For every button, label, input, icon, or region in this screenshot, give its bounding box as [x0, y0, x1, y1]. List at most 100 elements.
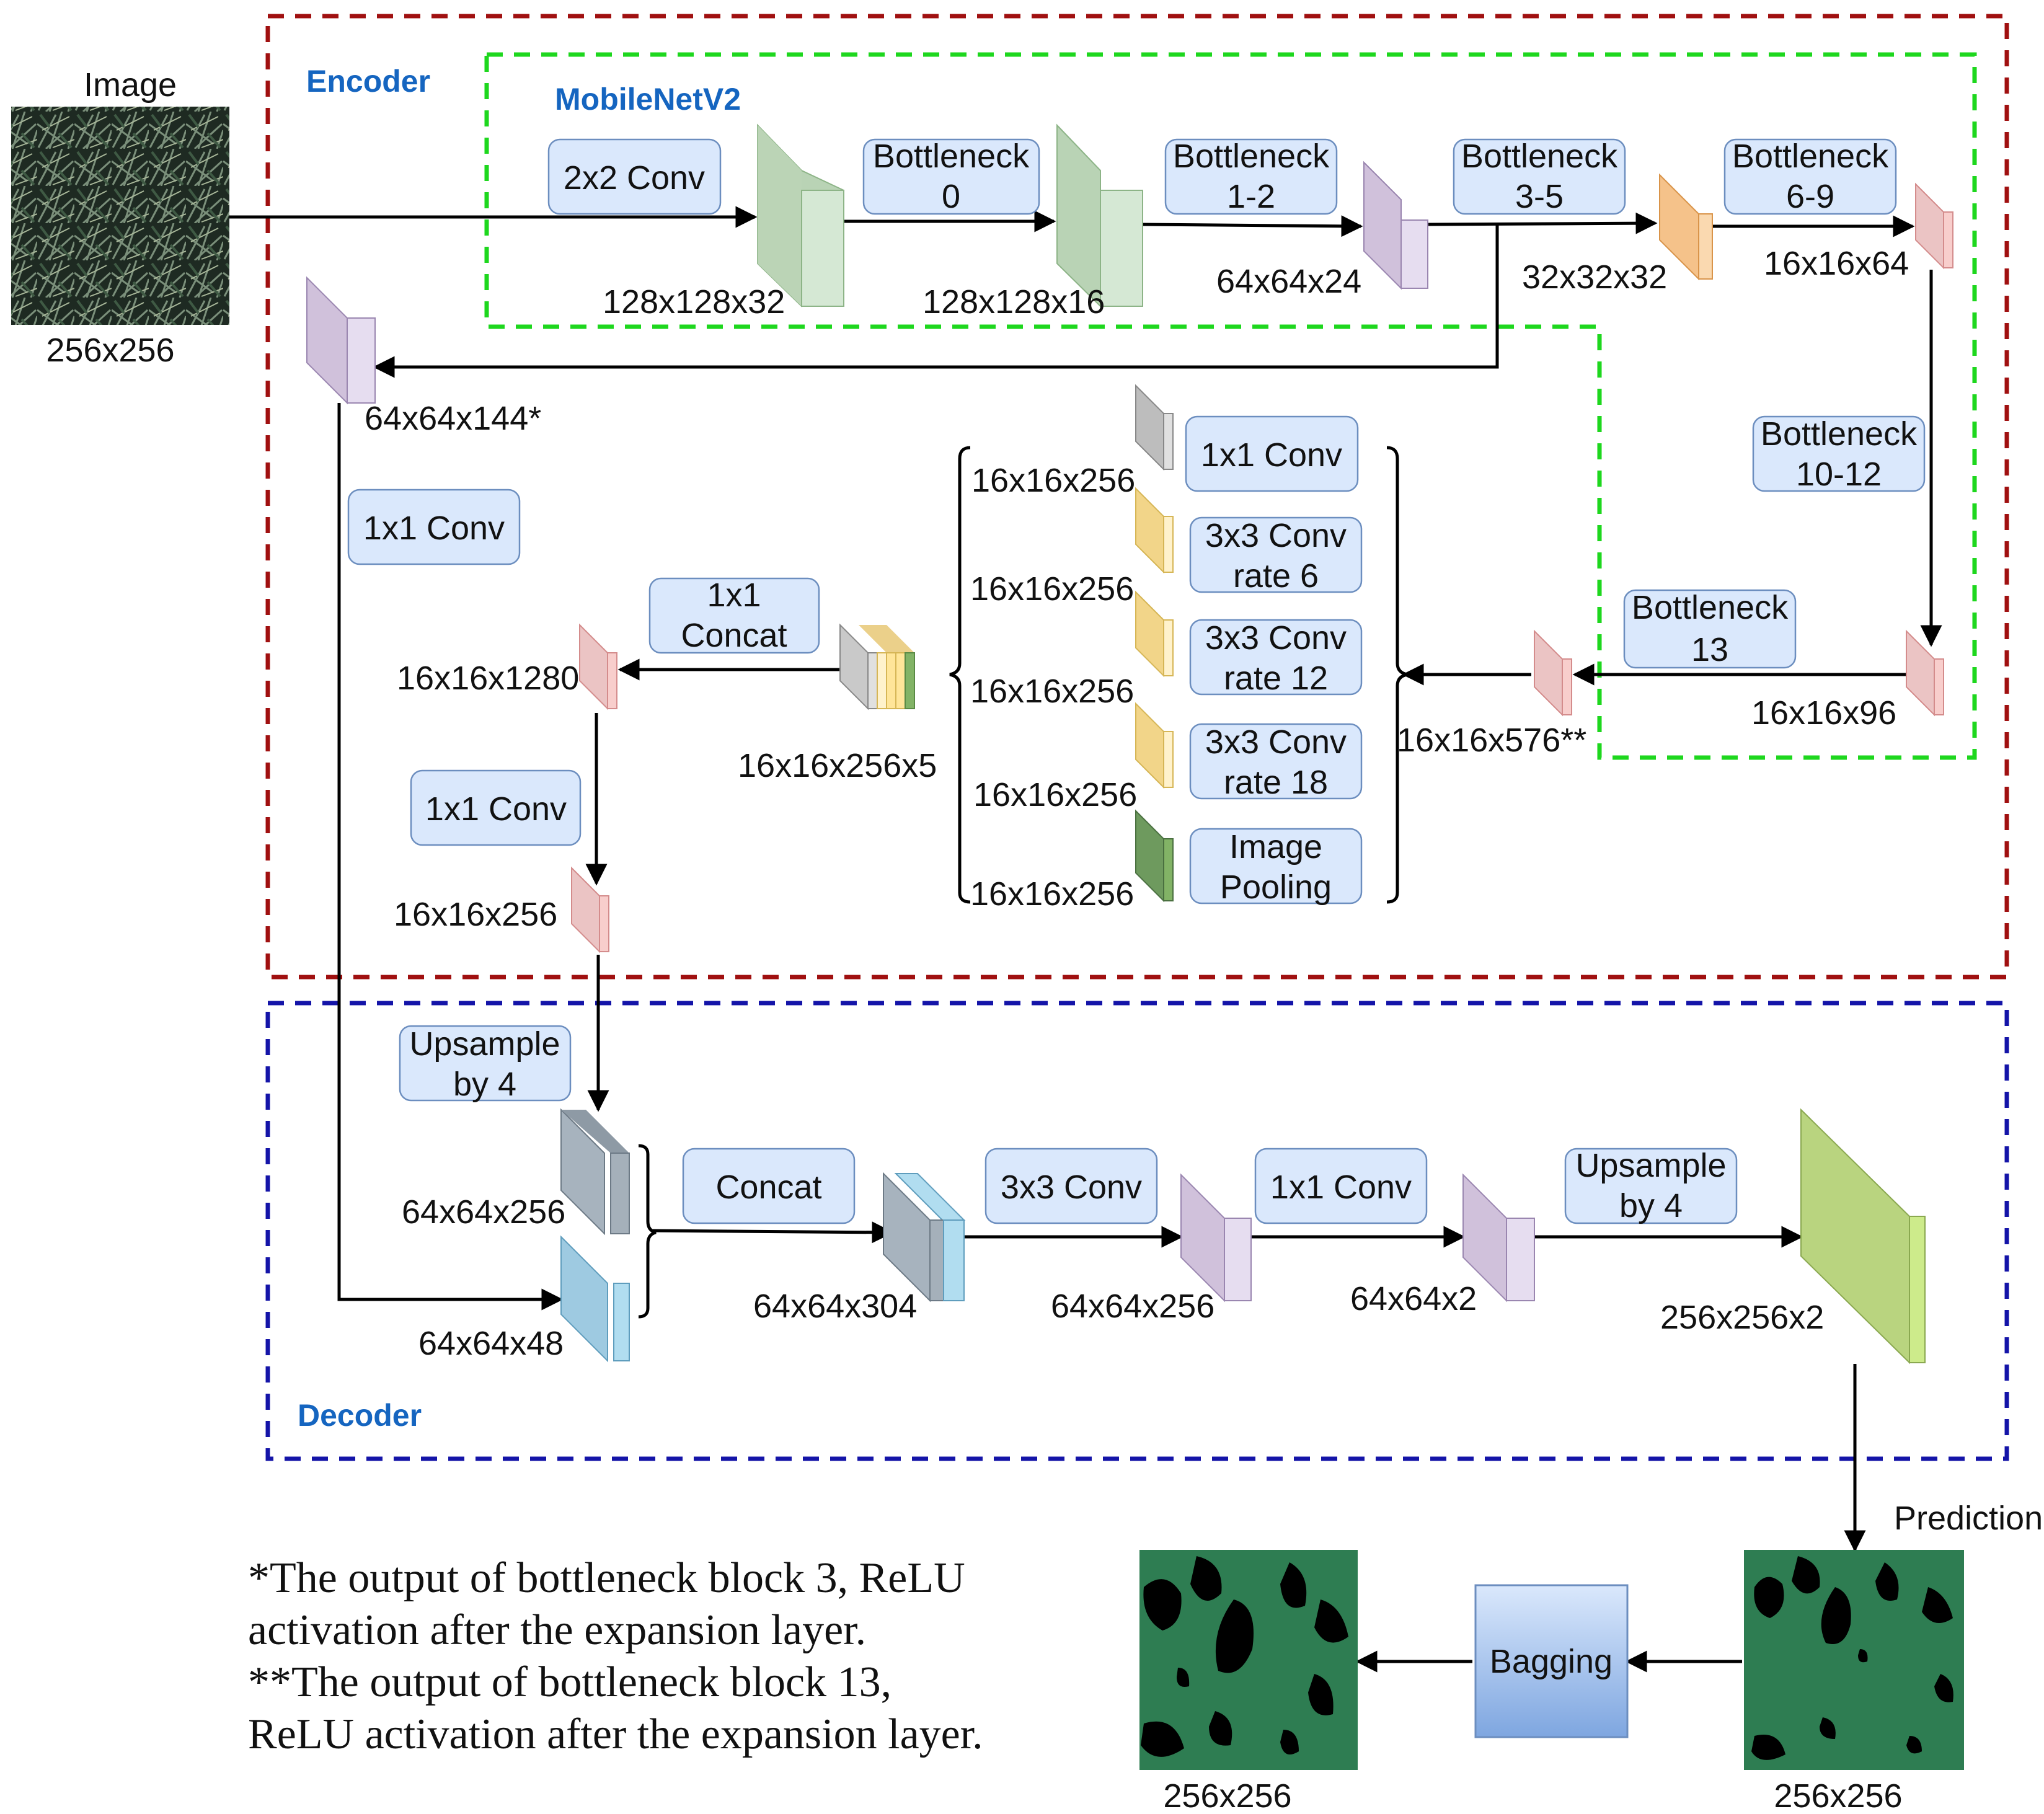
op-bottleneck13-box	[1623, 589, 1797, 669]
op-dec-concat-box	[682, 1148, 856, 1224]
op-aspp-rate18-label1: 3x3 Conv	[1205, 723, 1347, 761]
final-size: 256x256	[1163, 1777, 1291, 1814]
dim-16x16x1280: 16x16x1280	[397, 660, 579, 697]
layer-64x64x2	[1462, 1173, 1535, 1303]
layer-16x16x256x5	[839, 623, 915, 710]
op-bottleneck0-label2: 0	[942, 178, 960, 215]
op-upsample4b-box	[1564, 1148, 1738, 1224]
aspp-rate12-layer	[1135, 590, 1174, 678]
layer-16x16x1280	[579, 623, 617, 710]
layer-16x16x576	[1534, 629, 1572, 717]
op-bottleneck69-box	[1723, 138, 1897, 215]
mobilenet-region	[484, 52, 1977, 760]
layer-128x128x16	[1056, 123, 1143, 308]
op-bottleneck0-box	[862, 138, 1040, 215]
layer-64x64x48	[560, 1235, 630, 1363]
op-aspp-rate12-box	[1189, 619, 1363, 696]
layer-32x32x32	[1659, 173, 1713, 281]
op-enc-conv1x1-label: 1x1 Conv	[363, 510, 505, 547]
decoder-region	[265, 1001, 2009, 1461]
dim-64x64x2: 64x64x2	[1350, 1280, 1477, 1317]
dim-64x64x256-up: 64x64x256	[402, 1193, 565, 1231]
dim-16x16x256: 16x16x256	[394, 896, 557, 933]
op-conv2x2-label: 2x2 Conv	[564, 159, 705, 197]
dim-64x64x304: 64x64x304	[753, 1288, 917, 1325]
aspp-pooling-layer	[1135, 809, 1174, 903]
op-dec-conv3x3-box	[984, 1148, 1158, 1224]
op-bottleneck35-box	[1453, 138, 1626, 215]
layer-64x64x24	[1363, 161, 1428, 290]
op-bottleneck12-label2: 1-2	[1227, 178, 1275, 215]
op-concat1x1-label1: 1x1	[707, 577, 761, 614]
layer-64x64x304	[883, 1172, 966, 1303]
layer-16x16x64	[1915, 182, 1953, 270]
prediction-mask	[1744, 1550, 1964, 1770]
op-bottleneck1012-box	[1752, 415, 1926, 492]
op-aspp-rate6-box	[1189, 516, 1363, 593]
op-bottleneck13-label2: 13	[1691, 631, 1728, 668]
note-line-3: **The output of bottleneck block 13,	[248, 1658, 891, 1706]
op-bottleneck35-label1: Bottleneck	[1461, 138, 1618, 175]
op-concat1x1-box	[648, 577, 820, 654]
op-dec-conv1x1-box	[1254, 1148, 1428, 1224]
layer-16x16x96	[1906, 629, 1944, 717]
op-aspp-rate6-label2: rate 6	[1233, 557, 1319, 595]
input-size: 256x256	[46, 332, 174, 369]
op-upsample4b-label2: by 4	[1619, 1187, 1683, 1224]
dim-aspp-3: 16x16x256	[970, 673, 1134, 710]
bagging-label: Bagging	[1490, 1643, 1613, 1680]
layer-64x64x256-up	[560, 1108, 630, 1236]
op-upsample4a-label2: by 4	[453, 1066, 516, 1103]
op-aspp-pooling-label2: Pooling	[1220, 869, 1332, 906]
dim-64x64x24: 64x64x24	[1216, 263, 1361, 300]
op-concat1x1-label2: Concat	[681, 617, 787, 654]
input-title: Image	[84, 66, 177, 104]
input-image	[11, 107, 229, 325]
op-dec-conv1x1-label: 1x1 Conv	[1270, 1169, 1412, 1206]
op-bottleneck35-label2: 3-5	[1515, 178, 1564, 215]
op-bottleneck69-label2: 6-9	[1786, 178, 1834, 215]
dim-16x16x576: 16x16x576**	[1397, 722, 1586, 759]
dim-128x128x16: 128x128x16	[922, 283, 1105, 321]
op-enc-conv1x1-box	[347, 489, 521, 565]
op-aspp-conv1x1-box	[1185, 415, 1359, 492]
dim-16x16x64: 16x16x64	[1764, 245, 1909, 282]
dim-16x16x96: 16x16x96	[1751, 694, 1896, 732]
dim-aspp-1: 16x16x256	[971, 462, 1135, 499]
note-line-4: ReLU activation after the expansion laye…	[248, 1710, 983, 1758]
connections	[229, 206, 1942, 1673]
decoder-title: Decoder	[298, 1398, 422, 1433]
dim-aspp-4: 16x16x256	[973, 776, 1137, 813]
dim-16x16x256x5: 16x16x256x5	[738, 747, 937, 784]
op-upsample4a-label1: Upsample	[409, 1025, 560, 1063]
dim-256x256x2: 256x256x2	[1660, 1299, 1824, 1336]
op-aspp-pooling-box	[1189, 828, 1363, 905]
op-bottleneck69-label1: Bottleneck	[1732, 138, 1889, 175]
op-bottleneck1012-label1: Bottleneck	[1761, 415, 1918, 453]
op-dec-conv3x3-label: 3x3 Conv	[1001, 1169, 1142, 1206]
op-bottleneck12-label1: Bottleneck	[1173, 138, 1330, 175]
op-dec-concat-label: Concat	[715, 1169, 821, 1206]
dim-aspp-5: 16x16x256	[970, 875, 1134, 913]
op-upsample4b-label1: Upsample	[1575, 1147, 1726, 1184]
layer-128x128x32	[757, 123, 845, 307]
op-aspp-rate12-label1: 3x3 Conv	[1205, 619, 1347, 657]
op-bottleneck1012-label2: 10-12	[1796, 456, 1882, 493]
note-line-2: activation after the expansion layer.	[248, 1606, 866, 1654]
final-mask	[1139, 1550, 1358, 1770]
op-aspp-rate12-label2: rate 12	[1224, 660, 1328, 697]
dim-64x64x144: 64x64x144*	[365, 400, 541, 437]
layer-16x16x256	[571, 866, 609, 953]
layer-64x64x256-conv	[1180, 1173, 1252, 1303]
op-conv1x1b-label: 1x1 Conv	[425, 790, 567, 828]
op-bottleneck0-label1: Bottleneck	[873, 138, 1030, 175]
op-conv2x2-box	[547, 138, 722, 215]
aspp-conv1x1-layer	[1135, 384, 1174, 471]
note-line-1: *The output of bottleneck block 3, ReLU	[248, 1554, 965, 1602]
aspp-rate6-layer	[1135, 487, 1174, 574]
dim-64x64x48: 64x64x48	[418, 1325, 564, 1362]
bagging-box	[1474, 1584, 1629, 1738]
op-aspp-pooling-label1: Image	[1229, 828, 1322, 865]
prediction-label: Prediction	[1894, 1500, 2043, 1537]
